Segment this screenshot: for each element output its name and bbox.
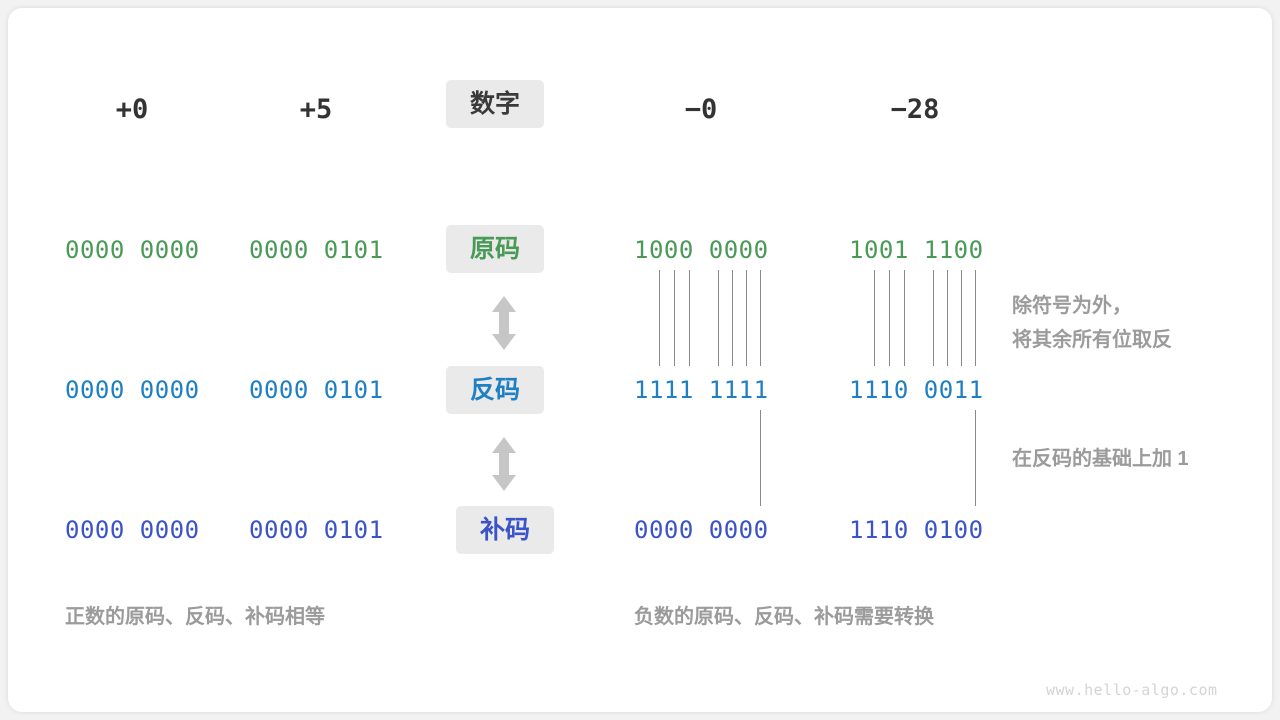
connector-tick	[975, 410, 976, 506]
connector-tick	[760, 270, 761, 366]
column-header-pos-zero: +0	[115, 94, 149, 125]
row-label-twos-complement: 补码	[456, 506, 554, 554]
value-true-form-pos-five: 0000 0101	[249, 236, 384, 264]
value-ones-complement-pos-five: 0000 0101	[249, 376, 384, 404]
value-twos-complement-neg-28: 1110 0100	[849, 516, 984, 544]
connector-tick	[689, 270, 690, 366]
connector-tick	[874, 270, 875, 366]
value-twos-complement-pos-five: 0000 0101	[249, 516, 384, 544]
column-header-pos-five: +5	[299, 94, 333, 125]
annotation-invert-bits: 除符号为外， 将其余所有位取反	[1012, 295, 1172, 351]
value-true-form-neg-zero: 1000 0000	[634, 236, 769, 264]
connector-tick	[933, 270, 934, 366]
diagram-card: +0 +5 数字 −0 −28 0000 0000 0000 0101 原码 1…	[8, 8, 1272, 712]
connector-tick	[760, 410, 761, 506]
arrow-up-down-icon-ones-to-twos	[492, 437, 516, 491]
connector-tick	[674, 270, 675, 366]
annotation-add-one: 在反码的基础上加 1	[1012, 448, 1189, 470]
column-header-neg-zero: −0	[684, 94, 718, 125]
connector-tick	[889, 270, 890, 366]
column-header-number-badge: 数字	[446, 80, 544, 128]
connector-tick	[732, 270, 733, 366]
value-twos-complement-pos-zero: 0000 0000	[65, 516, 200, 544]
connector-tick	[961, 270, 962, 366]
connector-tick	[975, 270, 976, 366]
column-header-neg-28: −28	[890, 94, 940, 125]
caption-positive: 正数的原码、反码、补码相等	[65, 606, 325, 628]
arrow-up-down-icon-true-to-ones	[492, 296, 516, 350]
connector-tick	[659, 270, 660, 366]
value-true-form-neg-28: 1001 1100	[849, 236, 984, 264]
value-true-form-pos-zero: 0000 0000	[65, 236, 200, 264]
connector-tick	[746, 270, 747, 366]
connector-tick	[718, 270, 719, 366]
connector-tick	[904, 270, 905, 366]
row-label-ones-complement: 反码	[446, 366, 544, 414]
connector-tick	[947, 270, 948, 366]
value-ones-complement-pos-zero: 0000 0000	[65, 376, 200, 404]
value-ones-complement-neg-28: 1110 0011	[849, 376, 984, 404]
value-ones-complement-neg-zero: 1111 1111	[634, 376, 769, 404]
caption-negative: 负数的原码、反码、补码需要转换	[634, 606, 934, 628]
row-label-true-form: 原码	[446, 225, 544, 273]
value-twos-complement-neg-zero: 0000 0000	[634, 516, 769, 544]
watermark: www.hello-algo.com	[1046, 681, 1218, 699]
